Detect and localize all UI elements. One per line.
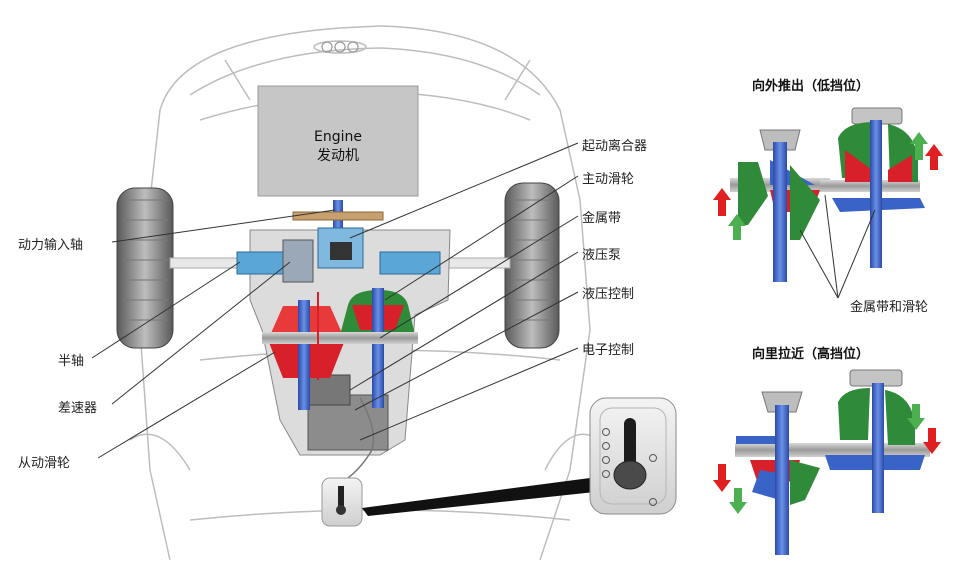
large-shifter [362,397,677,516]
clutch-core [330,242,352,260]
small-shifter [321,477,363,527]
high-gear-arrows [713,404,941,514]
crossbar [292,211,384,221]
leader-lines [91,142,579,459]
label-electronic-control: 电子控制 [582,343,635,358]
belt-pulley-leaders [799,194,876,299]
label-half-shaft: 半轴 [58,354,85,369]
panel-title-low-gear: 向外推出（低挡位） [752,79,870,94]
label-metal-belt: 金属带 [582,211,622,226]
label-hydraulic-pump: 液压泵 [582,248,622,263]
shifter-cable [344,397,375,481]
driven-pulley [262,300,360,410]
differential [282,239,314,283]
logo-rings [321,41,359,53]
low-gear-illustration [730,107,925,282]
engine-block [257,85,419,197]
label-power-input-shaft: 动力输入轴 [18,238,84,253]
engine-label: Engine 发动机 [258,128,418,166]
label-differential: 差速器 [58,401,98,416]
label-drive-pulley: 主动滑轮 [582,172,635,187]
low-gear-arrows [713,132,943,240]
drive-pulley [338,288,418,408]
label-hydraulic-control: 液压控制 [582,287,635,302]
engine-label-zh: 发动机 [317,148,359,164]
label-belt-and-pulley: 金属带和滑轮 [850,300,929,315]
engine-label-en: Engine [314,129,362,145]
right-tire [504,182,560,349]
panel-title-high-gear: 向里拉近（高挡位） [752,347,870,362]
label-driven-pulley: 从动滑轮 [18,456,71,471]
right-half-shaft-blue [379,251,441,275]
label-start-clutch: 起动离合器 [582,139,648,154]
hydraulic-block [304,374,351,406]
high-gear-illustration [735,369,930,555]
